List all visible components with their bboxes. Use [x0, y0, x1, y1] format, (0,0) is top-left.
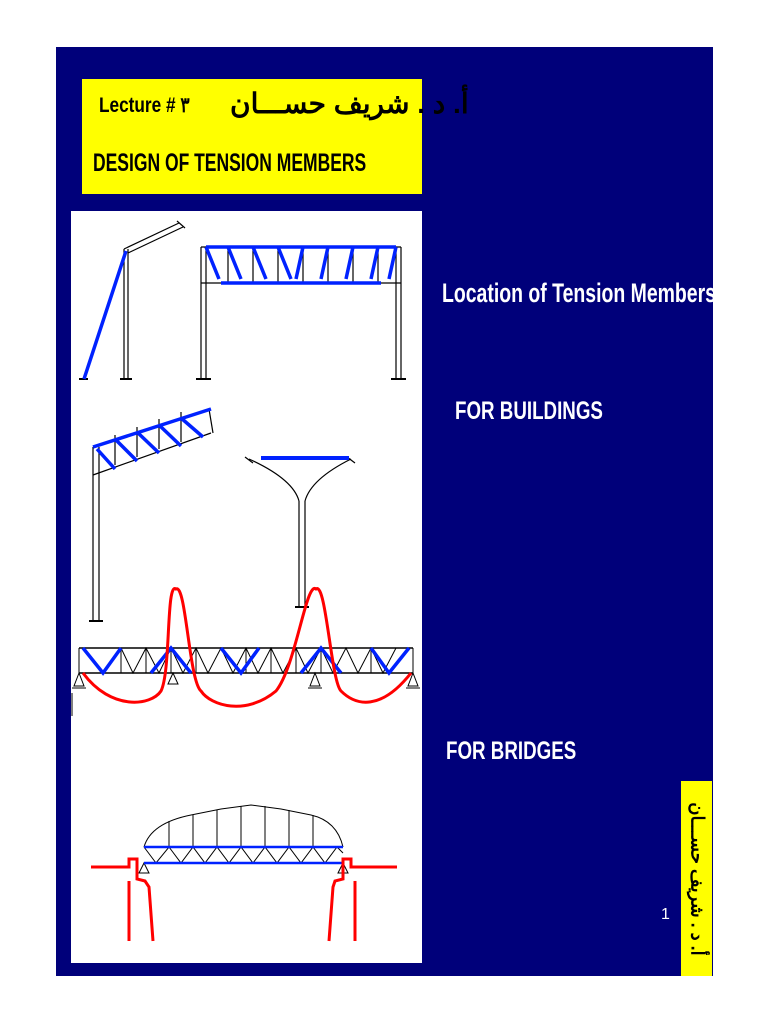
bending-moment-curve: [81, 587, 413, 708]
tension-tie: [82, 250, 128, 380]
for-buildings-label: FOR BUILDINGS: [455, 397, 603, 425]
author-signature: أ. د . شريف حســـان: [687, 801, 707, 956]
lamp-post-drawing: [79, 220, 186, 380]
title-box: Lecture # ٣ أ. د . شريف حســـان DESIGN O…: [82, 79, 469, 194]
cantilever-tension-members: [92, 407, 212, 471]
bridge-abutments: [91, 857, 397, 942]
lecture-heading: DESIGN OF TENSION MEMBERS: [93, 149, 367, 177]
author-name: أ. د . شريف حســـان: [230, 88, 469, 119]
lecture-number: Lecture # ٣: [99, 94, 190, 117]
page-number: 1: [661, 906, 670, 923]
location-of-tension-members-label: Location of Tension Members: [442, 278, 716, 308]
for-bridges-label: FOR BRIDGES: [446, 737, 577, 765]
author-signature-box: أ. د . شريف حســـان: [681, 781, 712, 976]
y-column-drawing: [244, 456, 356, 608]
portal-tension-members: [204, 245, 398, 285]
structures-figure: [71, 211, 422, 963]
truss-supports: [72, 671, 420, 689]
